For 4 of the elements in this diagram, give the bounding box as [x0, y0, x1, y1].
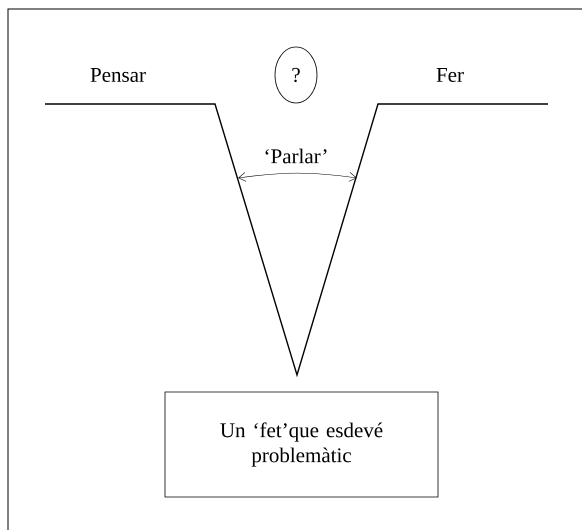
text-label: Pensar	[90, 68, 146, 82]
arrow-label: ‘Parlar’	[266, 148, 326, 164]
text-label: Fer	[436, 68, 464, 82]
statement-box: Un ‘fet’que esdevé problemàtic	[164, 392, 438, 498]
